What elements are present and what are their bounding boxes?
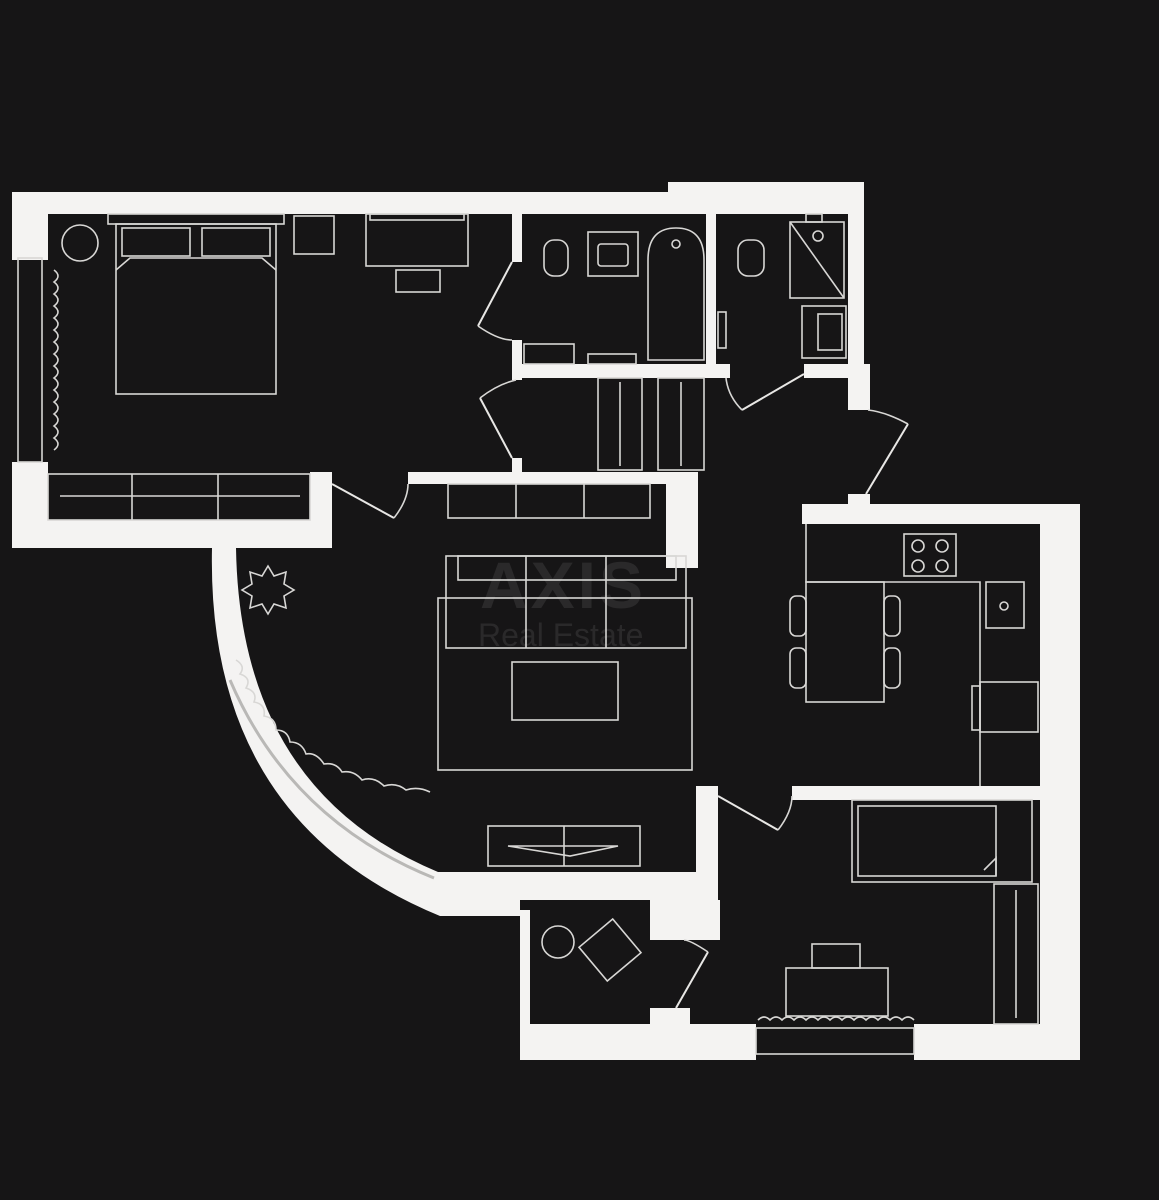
- bathtub: [647, 227, 705, 361]
- study: [717, 795, 1039, 1055]
- sink: [801, 305, 847, 359]
- sink: [587, 231, 639, 277]
- stove-icon: [903, 533, 957, 577]
- chair: [395, 269, 441, 293]
- nightstand: [293, 215, 335, 255]
- curtain: [235, 659, 431, 793]
- dining-table: [805, 581, 885, 703]
- toilet-icon: [737, 239, 765, 277]
- watermark: AXIS Real Estate: [478, 548, 646, 653]
- double-bed: [115, 223, 277, 395]
- curtain: [757, 1016, 915, 1022]
- kitchen: [789, 524, 1039, 786]
- tv-cabinet: [447, 483, 651, 519]
- toilet-icon: [543, 239, 569, 277]
- coffee-table: [511, 661, 619, 721]
- desk: [365, 213, 469, 267]
- sink: [985, 581, 1025, 629]
- side-table: [541, 925, 575, 959]
- tv-icon: [507, 845, 619, 857]
- armchair: [577, 917, 643, 983]
- balcony: [541, 917, 709, 1009]
- plant-icon: [61, 224, 99, 262]
- desk: [785, 967, 889, 1017]
- wardrobe: [993, 883, 1039, 1025]
- plant-icon: [240, 564, 296, 616]
- rug: [437, 597, 693, 771]
- bathroom: [477, 227, 705, 365]
- watermark-tagline: Real Estate: [478, 617, 643, 653]
- window: [755, 1027, 915, 1055]
- bedroom: [47, 213, 469, 521]
- wc: [717, 213, 847, 411]
- walls: [12, 182, 1080, 1060]
- curtain: [52, 269, 59, 451]
- living-room: [235, 483, 693, 867]
- watermark-brand: AXIS: [480, 548, 646, 622]
- chair: [811, 943, 861, 969]
- wardrobe: [47, 473, 311, 521]
- hall-wardrobes: [479, 377, 909, 495]
- sofa-bed: [851, 799, 1033, 883]
- fridge: [979, 681, 1039, 733]
